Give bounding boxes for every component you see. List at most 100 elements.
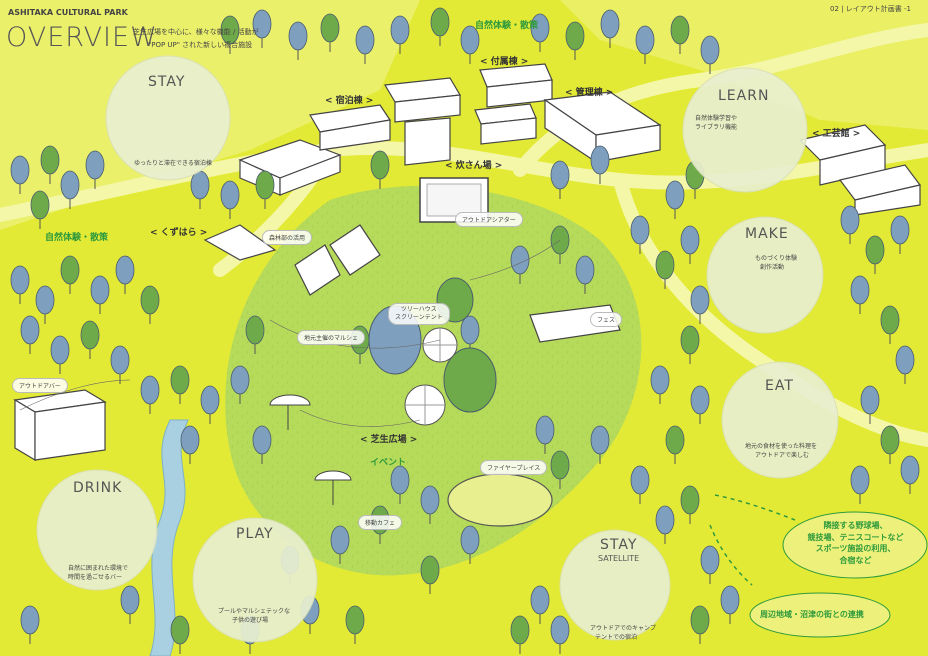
callout-sports-3: スポーツ施設の利用、 <box>815 544 896 554</box>
illustration-bubbles <box>36 55 839 643</box>
tree <box>900 455 920 485</box>
bubble-make-note-1: ものづくり体験 <box>755 255 798 262</box>
tree <box>345 605 365 635</box>
tree <box>20 605 40 635</box>
page-label: 02 | レイアウト計画書 -1 <box>830 5 911 13</box>
tree <box>680 325 700 355</box>
tag-fire-place: ファイヤープレイス <box>480 460 548 475</box>
area-label-kuzuhara: < くずはら > <box>150 228 208 238</box>
area-label-lodging: < 宿泊棟 > <box>325 96 374 106</box>
bubble-learn-title: LEARN <box>718 88 770 104</box>
tree <box>895 345 915 375</box>
tree <box>90 275 110 305</box>
tree <box>420 485 440 515</box>
callout-sports-1: 隣接する野球場、 <box>823 521 888 530</box>
tree <box>200 385 220 415</box>
tree <box>230 365 250 395</box>
tree <box>190 170 210 200</box>
tree <box>10 265 30 295</box>
area-label-management: < 管理棟 > <box>565 88 614 98</box>
bubble-make-title: MAKE <box>745 226 789 242</box>
subtitle-line-1: 芝生広場を中心に、様々な機能 / 活動が <box>133 28 259 36</box>
tree <box>390 15 410 45</box>
tree <box>320 13 340 43</box>
tree <box>220 180 240 210</box>
large-tree <box>443 347 497 413</box>
subtitle-line-2: "POP UP" された新しい複合施設 <box>148 41 253 49</box>
tree <box>680 485 700 515</box>
tree <box>120 585 140 615</box>
tree <box>370 150 390 180</box>
tree <box>140 285 160 315</box>
tree <box>655 250 675 280</box>
tree <box>420 555 440 585</box>
tree <box>700 35 720 65</box>
tree <box>655 505 675 535</box>
tree <box>690 385 710 415</box>
tree <box>690 605 710 635</box>
bubble-stay-satellite-title: STAY <box>600 537 638 553</box>
callout-town-link: 周辺地域・沼津の街との連携 <box>760 610 864 619</box>
area-label-kitchen: < 炊さん場 > <box>445 161 503 171</box>
tree <box>252 9 272 39</box>
badge-nature-top: 自然体験・散策 <box>475 21 539 31</box>
bubble-drink-note-1: 自然に囲まれた環境で <box>68 565 129 572</box>
badge-nature-left: 自然体験・散策 <box>45 233 109 243</box>
tree <box>330 525 350 555</box>
park-name: ASHITAKA CULTURAL PARK <box>8 8 128 17</box>
tree <box>630 465 650 495</box>
tree <box>10 155 30 185</box>
tree <box>700 545 720 575</box>
tag-outdoor-bar: アウトドアバー <box>12 378 68 393</box>
tree <box>550 160 570 190</box>
tag-outdoor-theater: アウトドアシアター <box>455 212 523 227</box>
tree <box>20 315 40 345</box>
bubble-stay-satellite-subtitle: SATELLITE <box>598 554 640 563</box>
tag-treehouse-1: ツリーハウス <box>400 306 437 313</box>
tree <box>650 365 670 395</box>
bubble-play-title: PLAY <box>236 526 274 542</box>
tree <box>535 415 555 445</box>
tree <box>460 315 480 345</box>
tree <box>510 615 530 645</box>
tree <box>665 425 685 455</box>
tree <box>390 465 410 495</box>
tree <box>85 150 105 180</box>
tree <box>60 255 80 285</box>
callout-sports: 隣接する野球場、 競技場、テニスコートなど スポーツ施設の利用、 合宿など <box>788 520 923 566</box>
bubble-eat-note-2: アウトドアで楽しむ <box>755 452 810 459</box>
tree <box>575 255 595 285</box>
tree <box>355 25 375 55</box>
tree <box>550 615 570 645</box>
tree <box>220 15 240 45</box>
bubble-drink-note-2: 時間を過ごせるバー <box>68 574 123 581</box>
tree <box>600 9 620 39</box>
bubble-play-note-2: 子供の遊び場 <box>232 617 269 624</box>
tree <box>840 205 860 235</box>
tree <box>255 170 275 200</box>
tree <box>670 15 690 45</box>
tree <box>690 285 710 315</box>
bubble-eat-note-1: 地元の食材を使った料理を <box>745 443 818 450</box>
tree <box>35 285 55 315</box>
tree <box>170 615 190 645</box>
tree <box>50 335 70 365</box>
tree <box>850 465 870 495</box>
area-label-lawn: < 芝生広場 > <box>360 435 418 445</box>
callout-sports-2: 競技場、テニスコートなど <box>807 532 904 542</box>
tree <box>252 425 272 455</box>
bubble-stay-satellite-note-2: テントでの宿泊 <box>595 634 638 641</box>
tree <box>40 145 60 175</box>
tree <box>460 525 480 555</box>
tree <box>720 585 740 615</box>
tree <box>890 215 910 245</box>
area-label-annex: < 付属棟 > <box>480 57 529 67</box>
tree <box>880 305 900 335</box>
tree <box>850 275 870 305</box>
bubble-learn-note-2: ライブラリ機能 <box>695 124 738 131</box>
bubble-eat-title: EAT <box>765 378 794 394</box>
tree <box>550 450 570 480</box>
tree <box>110 345 130 375</box>
buildings <box>203 63 922 296</box>
tree <box>245 315 265 345</box>
